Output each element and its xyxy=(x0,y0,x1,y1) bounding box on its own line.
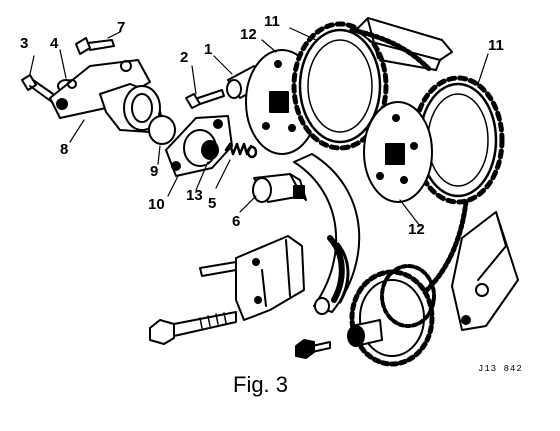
callout-11-upper: 11 xyxy=(264,13,280,30)
leader-lines xyxy=(29,27,489,227)
cam-sprocket-11-upper xyxy=(291,21,389,151)
chain-tensioner-right xyxy=(451,211,519,331)
callout-12-right: 12 xyxy=(408,221,425,238)
callout-11-right: 11 xyxy=(488,37,504,54)
figure-caption: Fig. 3 xyxy=(233,372,289,397)
housing-8 xyxy=(49,59,163,133)
callout-6: 6 xyxy=(232,213,241,230)
callout-7: 7 xyxy=(117,19,126,36)
crank-sprocket xyxy=(347,264,436,367)
callout-13: 13 xyxy=(186,187,203,204)
tensioner-bracket xyxy=(199,235,305,321)
bolt-7 xyxy=(75,37,115,55)
callout-1: 1 xyxy=(204,41,213,58)
callout-4: 4 xyxy=(50,35,59,52)
upper-chain-guide xyxy=(355,17,453,71)
hub-plate-12-right xyxy=(363,101,433,203)
callout-2: 2 xyxy=(180,49,189,66)
plunger-6 xyxy=(252,173,307,203)
bolt-2 xyxy=(185,89,225,109)
callout-12-upper: 12 xyxy=(240,26,257,43)
spring-5 xyxy=(224,142,258,159)
drawing-code: J13 842 xyxy=(478,364,523,374)
gasket-10 xyxy=(165,115,233,177)
timing-chain-upper xyxy=(349,27,433,73)
callout-10: 10 xyxy=(148,196,165,213)
callout-9: 9 xyxy=(150,163,159,180)
callout-5: 5 xyxy=(208,195,217,212)
callout-8: 8 xyxy=(60,141,69,158)
o-ring-9 xyxy=(148,115,176,145)
cap-13 xyxy=(201,140,219,160)
hex-bolt-long xyxy=(149,311,237,345)
callout-3: 3 xyxy=(20,35,29,52)
chain-guide-rail xyxy=(293,153,361,315)
hex-bolt-short xyxy=(295,339,331,359)
